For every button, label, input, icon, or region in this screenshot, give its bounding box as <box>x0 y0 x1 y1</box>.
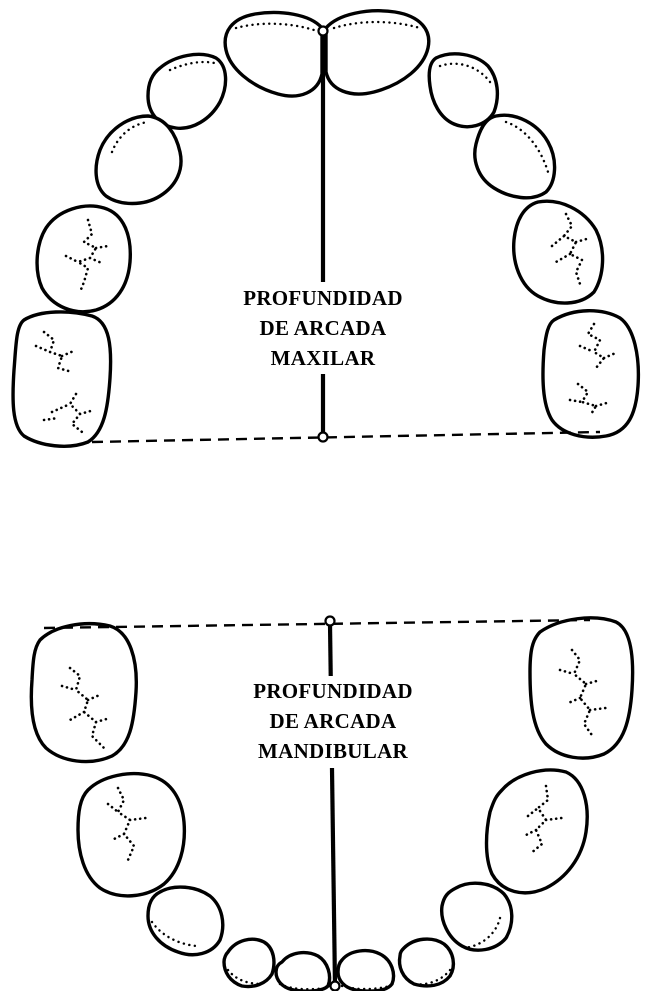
maxillary-left-central-incisor-incisal-edge <box>332 20 422 30</box>
maxillary-right-molar-fissure-mesial <box>34 330 78 374</box>
mandibular-left-molar <box>528 616 635 760</box>
maxillary-label-line-1: PROFUNDIDAD <box>243 286 403 310</box>
maxillary-left-molar-fissure-mesial <box>578 322 620 370</box>
mandibular-molar-midpoint <box>324 615 336 627</box>
mandibular-left-canine-cusp-ridge <box>462 916 502 950</box>
mandibular-arch: PROFUNDIDAD DE ARCADA MANDIBULAR <box>29 615 635 991</box>
mandibular-right-premolar-fissure <box>106 786 148 862</box>
mandibular-right-lateral-incisor-incisal-edge <box>226 968 264 986</box>
mandibular-left-central-incisor <box>336 948 396 991</box>
mandibular-left-molar-fissure <box>558 648 608 740</box>
mandibular-right-premolar <box>76 772 187 898</box>
maxillary-arch: PROFUNDIDAD DE ARCADA MAXILAR <box>11 9 641 448</box>
maxillary-right-molar <box>11 310 113 448</box>
maxillary-right-lateral-incisor <box>146 52 228 130</box>
maxillary-right-central-incisor <box>223 10 324 98</box>
mandibular-right-central-incisor-incisal-edge <box>278 982 328 991</box>
mandibular-right-molar <box>29 622 138 764</box>
maxillary-left-central-incisor <box>324 9 431 96</box>
maxillary-left-lateral-incisor-incisal-edge <box>438 62 492 84</box>
mandibular-left-premolar-fissure <box>522 784 564 856</box>
maxillary-label-line-3: MAXILAR <box>271 346 376 370</box>
maxillary-left-molar <box>541 309 641 439</box>
mandibular-label-line-1: PROFUNDIDAD <box>253 679 413 703</box>
mandibular-right-central-incisor <box>274 950 332 991</box>
maxillary-intermolar-line <box>91 430 601 444</box>
mandibular-label-line-3: MANDIBULAR <box>258 739 409 763</box>
maxillary-label-background <box>225 282 425 374</box>
mandibular-intermolar-line <box>43 618 591 630</box>
maxillary-right-premolar <box>35 204 132 314</box>
mandibular-label-background <box>230 676 436 768</box>
maxillary-right-central-incisor-incisal-edge <box>234 22 316 32</box>
maxillary-right-lateral-incisor-incisal-edge <box>168 60 220 72</box>
maxillary-incisal-point <box>317 25 329 37</box>
maxillary-right-canine-cusp-ridge <box>110 120 150 154</box>
maxillary-left-premolar <box>512 199 605 305</box>
maxillary-left-canine-cusp-ridge <box>504 120 550 174</box>
maxillary-right-molar-fissure-distal <box>42 392 96 434</box>
maxillary-label-line-2: DE ARCADA <box>260 316 387 340</box>
maxillary-right-premolar-fissure <box>64 218 110 294</box>
mandibular-left-canine <box>440 881 514 952</box>
mandibular-incisal-point <box>329 980 341 991</box>
mandibular-left-lateral-incisor <box>397 937 456 988</box>
mandibular-label-line-2: DE ARCADA <box>270 709 397 733</box>
maxillary-left-lateral-incisor <box>427 52 500 129</box>
maxillary-left-canine <box>473 113 557 200</box>
maxillary-left-molar-fissure-distal <box>568 382 612 418</box>
maxillary-left-premolar-fissure <box>550 212 592 286</box>
maxillary-molar-midpoint <box>317 431 329 443</box>
maxillary-right-canine <box>94 114 183 206</box>
mandibular-right-lateral-incisor <box>222 937 276 989</box>
mandibular-right-canine <box>146 885 225 957</box>
mandibular-left-central-incisor-incisal-edge <box>340 984 392 991</box>
